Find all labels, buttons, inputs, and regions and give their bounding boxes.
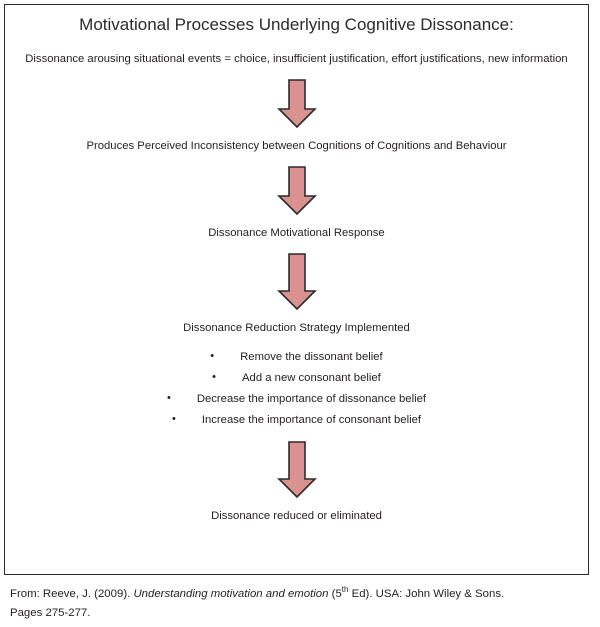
list-item-label: Add a new consonant belief [242, 372, 381, 384]
bullet-icon: • [210, 350, 215, 362]
flow-step-2-inconsistency: Produces Perceived Inconsistency between… [86, 140, 507, 152]
spacer [13, 68, 580, 79]
list-item: • Increase the importance of consonant be… [13, 409, 580, 430]
flow-arrow-1 [13, 79, 580, 129]
citation-edition-close: Ed). USA: John Wiley & Sons. [348, 588, 505, 600]
list-item: • Add a new consonant belief [13, 367, 580, 388]
citation-pages: Pages 275-277. [10, 607, 91, 619]
citation-edition-open: (5 [328, 588, 342, 600]
spacer [13, 242, 580, 253]
bullet-icon: • [166, 392, 171, 404]
down-arrow-icon [276, 441, 317, 499]
spacer [13, 311, 580, 320]
source-citation: From: Reeve, J. (2009). Understanding mo… [10, 585, 585, 623]
list-item-label: Increase the importance of consonant bel… [201, 414, 422, 426]
spacer [13, 499, 580, 508]
list-item: • Decrease the importance of dissonance b… [13, 388, 580, 409]
citation-edition-ordinal: th [341, 585, 349, 595]
citation-work-title: Understanding motivation and emotion [133, 588, 329, 600]
list-item: • Remove the dissonant belief [13, 346, 580, 367]
strategy-list: • Remove the dissonant belief • Add a new … [13, 346, 580, 430]
flowchart-body: Motivational Processes Underlying Cognit… [5, 5, 588, 525]
flow-arrow-4 [13, 441, 580, 499]
down-arrow-icon [276, 79, 317, 129]
flow-step-4-reduction-strategy: Dissonance Reduction Strategy Implemente… [183, 322, 410, 334]
bullet-icon: • [171, 413, 176, 425]
flow-step-5-outcome: Dissonance reduced or eliminated [211, 510, 382, 522]
spacer [13, 430, 580, 441]
down-arrow-icon [276, 253, 317, 311]
down-arrow-icon [276, 166, 317, 216]
flow-step-3-motivational-response: Dissonance Motivational Response [208, 227, 385, 239]
list-item-label: Decrease the importance of dissonance be… [196, 393, 427, 405]
flow-arrow-2 [13, 166, 580, 216]
flow-arrow-3 [13, 253, 580, 311]
flow-step-1-antecedents: Dissonance arousing situational events =… [25, 53, 568, 65]
citation-prefix: From: Reeve, J. (2009). [10, 588, 134, 600]
page-title: Motivational Processes Underlying Cognit… [79, 15, 514, 34]
bullet-icon: • [212, 371, 217, 383]
flowchart-frame: Motivational Processes Underlying Cognit… [4, 4, 589, 575]
list-item-label: Remove the dissonant belief [240, 351, 383, 363]
spacer [13, 216, 580, 225]
spacer [13, 155, 580, 166]
spacer [13, 129, 580, 138]
